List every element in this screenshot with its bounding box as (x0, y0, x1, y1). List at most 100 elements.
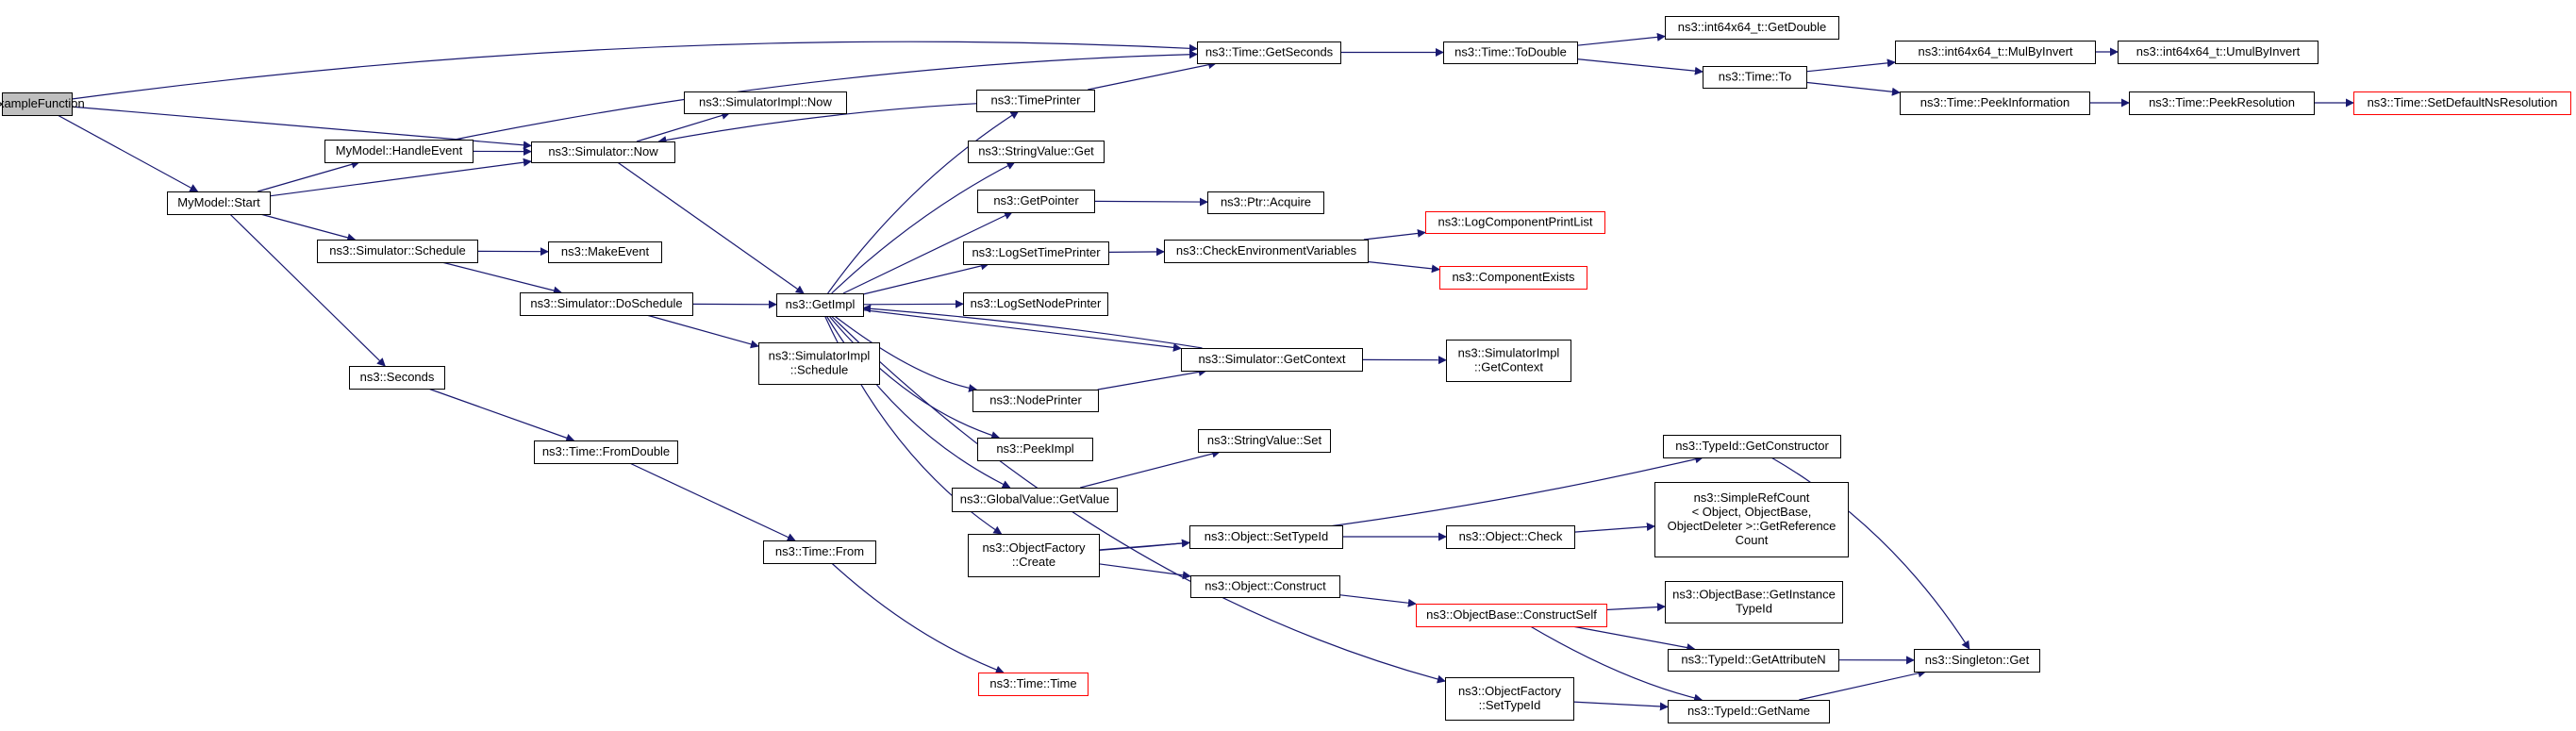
node-label: TypeId (1736, 602, 1772, 616)
node-box (1663, 435, 1841, 458)
node-simulatorimpl_getcontext[interactable]: ns3::SimulatorImpl::GetContext (1446, 340, 1571, 382)
node-make_event[interactable]: ns3::MakeEvent (548, 241, 662, 263)
node-log_set_node_printer[interactable]: ns3::LogSetNodePrinter (963, 292, 1108, 316)
node-box (1654, 482, 1849, 557)
node-box (1668, 649, 1839, 672)
node-time_printer[interactable]: ns3::TimePrinter (976, 90, 1095, 112)
node-mymodel_handle_event[interactable]: MyModel::HandleEvent (324, 140, 474, 163)
node-simulator_doschedule[interactable]: ns3::Simulator::DoSchedule (520, 292, 693, 316)
edge-mymodel_start-to-mymodel_handle_event (258, 159, 360, 192)
node-log_set_time_printer[interactable]: ns3::LogSetTimePrinter (963, 241, 1109, 265)
node-box (1668, 700, 1830, 723)
node-box (1665, 16, 1839, 40)
node-globalvalue_getvalue[interactable]: ns3::GlobalValue::GetValue (952, 488, 1118, 512)
node-simulator_now[interactable]: ns3::Simulator::Now (531, 141, 675, 163)
node-box (1416, 604, 1607, 627)
node-ptr_acquire[interactable]: ns3::Ptr::Acquire (1207, 191, 1324, 214)
node-label: ns3::Time::SetDefaultNsResolution (2368, 95, 2558, 109)
node-box (1164, 240, 1369, 263)
node-simulatorimpl_now[interactable]: ns3::SimulatorImpl::Now (684, 91, 847, 114)
node-int64x64_getdouble[interactable]: ns3::int64x64_t::GetDouble (1665, 16, 1839, 40)
node-stringvalue_set[interactable]: ns3::StringValue::Set (1198, 429, 1331, 453)
node-label: ns3::Time::ToDouble (1454, 45, 1567, 59)
node-time_from[interactable]: ns3::Time::From (763, 540, 876, 564)
node-box (1446, 340, 1571, 382)
node-component_exists[interactable]: ns3::ComponentExists (1439, 266, 1587, 290)
node-check_env_vars[interactable]: ns3::CheckEnvironmentVariables (1164, 240, 1369, 263)
node-box (1446, 525, 1575, 549)
node-object_check[interactable]: ns3::Object::Check (1446, 525, 1575, 549)
node-label: Count (1736, 533, 1769, 547)
node-object_construct[interactable]: ns3::Object::Construct (1190, 575, 1340, 598)
node-label: ns3::Object::SetTypeId (1205, 529, 1329, 543)
node-label: ns3::Simulator::Now (548, 144, 658, 158)
node-log_component_print_list[interactable]: ns3::LogComponentPrintList (1425, 211, 1605, 234)
node-node_printer[interactable]: ns3::NodePrinter (972, 390, 1099, 412)
node-stringvalue_get[interactable]: ns3::StringValue::Get (968, 141, 1105, 163)
edge-simulator_now-to-getimpl (617, 161, 805, 294)
edge-get_pointer-to-ptr_acquire (1093, 197, 1208, 207)
node-label: ns3::Singleton::Get (1925, 653, 2030, 667)
edge-getimpl-to-peek_impl (828, 315, 1001, 440)
node-singleton_get[interactable]: ns3::Singleton::Get (1914, 649, 2040, 673)
node-simulator_getcontext[interactable]: ns3::Simulator::GetContext (1181, 348, 1363, 372)
edge-check_env_vars-to-component_exists (1367, 260, 1440, 274)
node-time_getseconds[interactable]: ns3::Time::GetSeconds (1197, 42, 1341, 64)
node-time_time[interactable]: ns3::Time::Time (978, 673, 1089, 696)
node-example_function[interactable]: ExampleFunction (0, 92, 85, 116)
node-box (1207, 191, 1324, 214)
edge-time_from-to-time_time (831, 562, 1005, 674)
edge-example_function-to-simulator_now (71, 106, 532, 150)
node-seconds[interactable]: ns3::Seconds (349, 366, 445, 390)
edge-objectbase_constructself-to-objectbase_getinstancetypeid (1605, 603, 1666, 612)
node-time_peekresolution[interactable]: ns3::Time::PeekResolution (2129, 91, 2315, 115)
node-simplerefcount_getreferencecount[interactable]: ns3::SimpleRefCount< Object, ObjectBase,… (1654, 482, 1849, 557)
node-mymodel_start[interactable]: MyModel::Start (167, 191, 271, 215)
node-label: ns3::Time::FromDouble (542, 444, 670, 458)
node-layer: ExampleFunctionMyModel::HandleEventMyMod… (0, 16, 2571, 723)
node-label: ns3::NodePrinter (989, 393, 1082, 407)
node-time_todouble[interactable]: ns3::Time::ToDouble (1443, 42, 1578, 64)
edge-getimpl-to-objectfactory_settypeid (830, 315, 1446, 684)
node-getimpl[interactable]: ns3::GetImpl (776, 293, 864, 317)
node-typeid_getconstructor[interactable]: ns3::TypeId::GetConstructor (1663, 435, 1841, 458)
node-time_to[interactable]: ns3::Time::To (1703, 66, 1807, 89)
node-box (2129, 91, 2315, 115)
node-label: ns3::SimulatorImpl (769, 349, 871, 363)
node-box (963, 292, 1108, 316)
node-label: ns3::ObjectBase::GetInstance (1672, 588, 1836, 602)
node-label: ns3::ObjectFactory (982, 540, 1086, 555)
node-box (349, 366, 445, 390)
node-object_settypeid[interactable]: ns3::Object::SetTypeId (1189, 525, 1343, 549)
node-typeid_getname[interactable]: ns3::TypeId::GetName (1668, 700, 1830, 723)
node-label: < Object, ObjectBase, (1692, 505, 1812, 519)
node-peek_impl[interactable]: ns3::PeekImpl (977, 438, 1093, 461)
edge-mymodel_start-to-simulator_now (269, 158, 532, 197)
node-objectfactory_create[interactable]: ns3::ObjectFactory::Create (968, 534, 1100, 577)
node-label: ns3::Time::To (1719, 70, 1792, 84)
node-box (1189, 525, 1343, 549)
node-time_setdefaultnsresolution[interactable]: ns3::Time::SetDefaultNsResolution (2353, 91, 2571, 115)
node-box (520, 292, 693, 316)
edge-objectbase_constructself-to-typeid_getname (1530, 625, 1703, 703)
node-simulatorimpl_schedule[interactable]: ns3::SimulatorImpl::Schedule (758, 342, 880, 385)
node-simulator_schedule[interactable]: ns3::Simulator::Schedule (317, 240, 478, 263)
node-int64x64_mulbyinvert[interactable]: ns3::int64x64_t::MulByInvert (1895, 41, 2096, 64)
node-objectbase_constructself[interactable]: ns3::ObjectBase::ConstructSelf (1416, 604, 1607, 627)
edge-mymodel_start-to-seconds (229, 213, 386, 367)
edge-getimpl-to-node_printer (834, 315, 978, 392)
node-time_peekinformation[interactable]: ns3::Time::PeekInformation (1900, 91, 2090, 115)
node-time_fromdouble[interactable]: ns3::Time::FromDouble (534, 440, 678, 464)
node-label: ns3::Simulator::Schedule (329, 243, 466, 258)
node-int64x64_umulbyinvert[interactable]: ns3::int64x64_t::UmulByInvert (2118, 41, 2318, 64)
node-typeid_getattributen[interactable]: ns3::TypeId::GetAttributeN (1668, 649, 1839, 672)
edge-check_env_vars-to-log_component_print_list (1363, 228, 1426, 241)
node-objectfactory_settypeid[interactable]: ns3::ObjectFactory::SetTypeId (1445, 677, 1574, 721)
node-box (963, 241, 1109, 265)
node-box (2, 92, 73, 116)
node-box (1439, 266, 1587, 290)
edge-mymodel_handle_event-to-time_getseconds (454, 50, 1198, 141)
node-label: ::Create (1012, 555, 1055, 569)
node-get_pointer[interactable]: ns3::GetPointer (977, 190, 1095, 213)
